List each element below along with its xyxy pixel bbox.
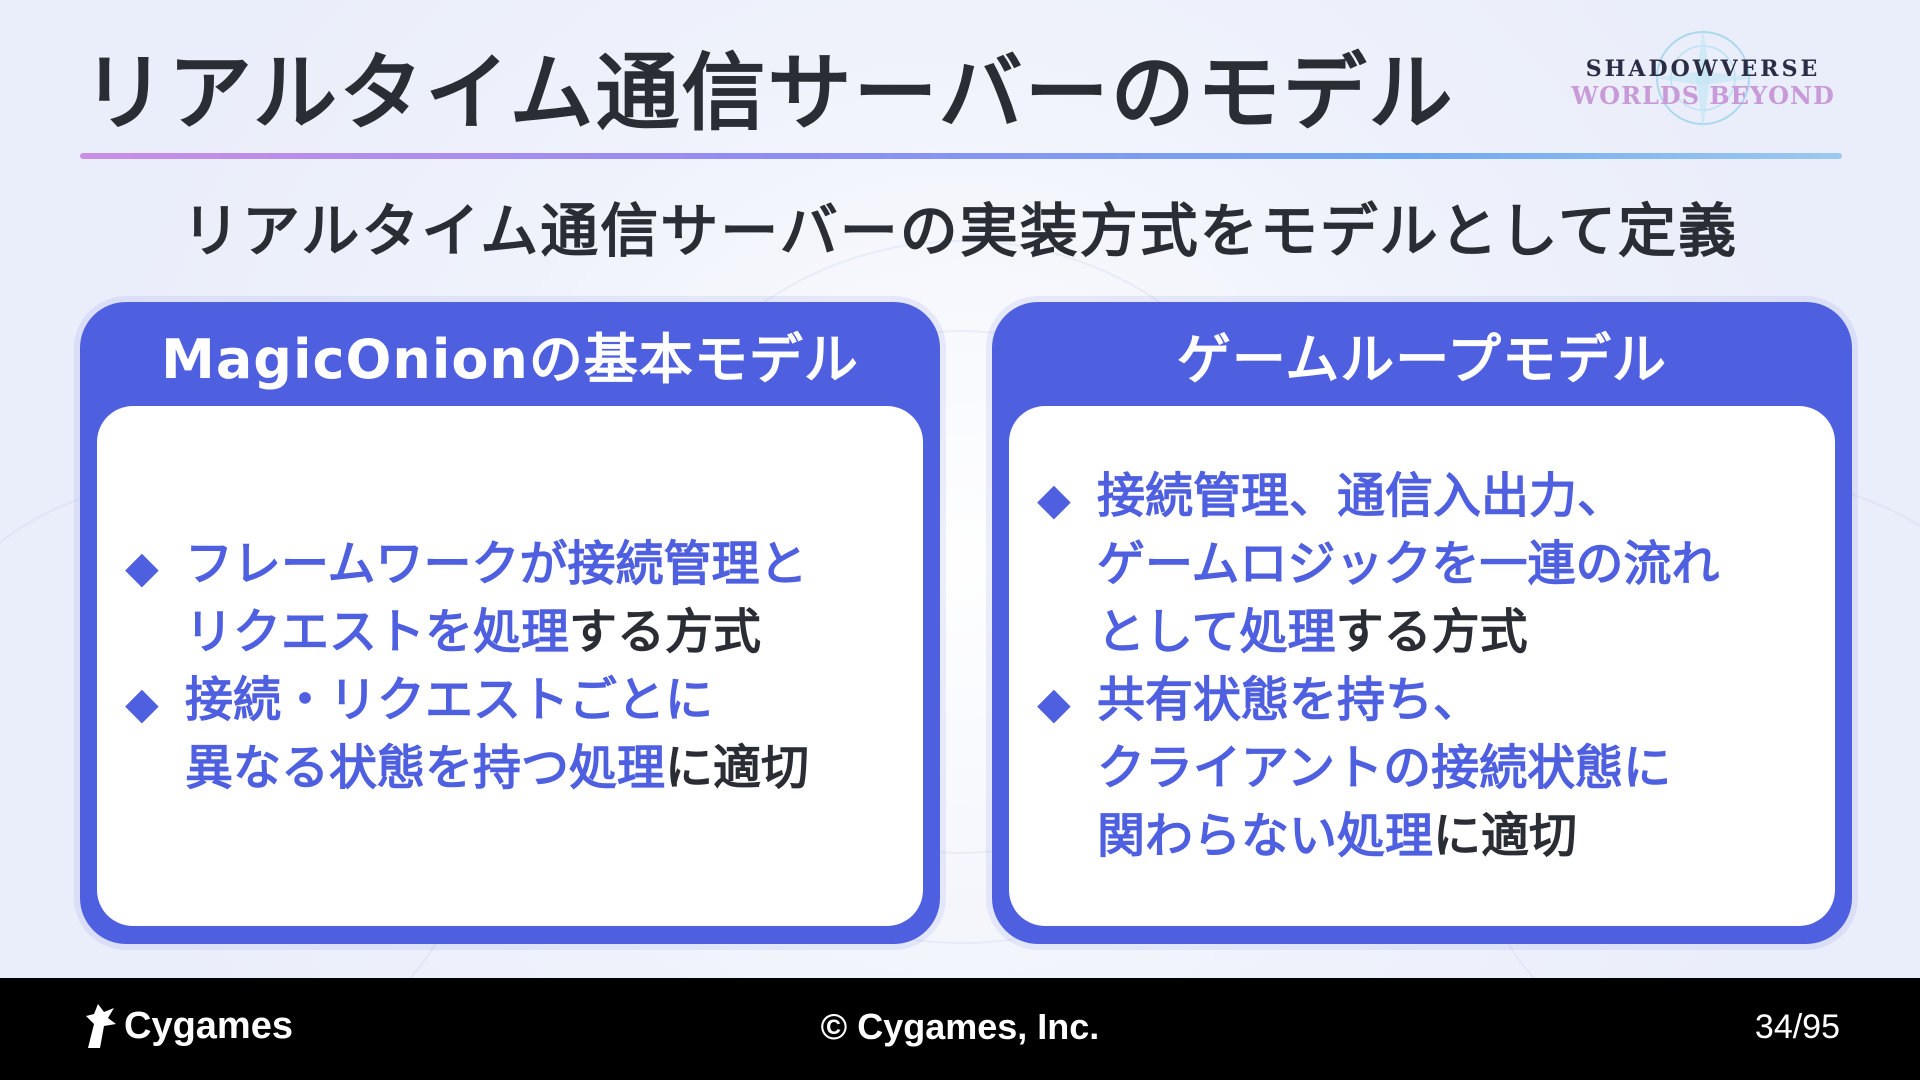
slide: リアルタイム通信サーバーのモデル SHADOWVERSE WORLDS BEYO…: [0, 0, 1920, 978]
bullet-item: ◆ 接続管理、通信入出力、 ゲームロジックを一連の流れ として処理する方式: [1009, 462, 1835, 666]
logo-line2: WORLDS BEYOND: [1570, 81, 1835, 110]
diamond-icon: ◆: [1037, 474, 1071, 525]
panel-magiconion-model: MagicOnionの基本モデル ◆ フレームワークが接続管理と リクエストを処…: [80, 302, 940, 944]
bullet-item: ◆ 共有状態を持ち、 クライアントの接続状態に 関わらない処理に適切: [1009, 666, 1835, 870]
bullet-line: ゲームロジックを一連の流れ: [1097, 536, 1720, 592]
slide-title: リアルタイム通信サーバーのモデル: [82, 44, 1455, 142]
panel-game-loop-model: ゲームループモデル ◆ 接続管理、通信入出力、 ゲームロジックを一連の流れ とし…: [992, 302, 1852, 944]
bullet-line: 接続管理、通信入出力、: [1097, 468, 1626, 524]
slide-subtitle: リアルタイム通信サーバーの実装方式をモデルとして定義: [182, 197, 1738, 265]
bullet-item: ◆ 接続・リクエストごとに 異なる状態を持つ処理に適切: [97, 666, 923, 802]
diamond-icon: ◆: [1037, 678, 1071, 729]
bullet-line: として処理する方式: [1097, 604, 1528, 660]
logo-crest-icon: [1651, 26, 1755, 130]
bullet-line: 異なる状態を持つ処理に適切: [185, 740, 810, 796]
diamond-icon: ◆: [125, 542, 159, 593]
panel-body: ◆ 接続管理、通信入出力、 ゲームロジックを一連の流れ として処理する方式 ◆ …: [1009, 406, 1835, 926]
panel-header: ゲームループモデル: [1176, 327, 1668, 391]
bullet-item: ◆ フレームワークが接続管理と リクエストを処理する方式: [97, 530, 923, 666]
footer-brand-label: Cygames: [124, 1004, 293, 1047]
bullet-line: 接続・リクエストごとに: [185, 672, 714, 728]
bullet-line: フレームワークが接続管理と: [185, 536, 808, 592]
panel-body: ◆ フレームワークが接続管理と リクエストを処理する方式 ◆ 接続・リクエストご…: [97, 406, 923, 926]
cygames-logo-icon: [86, 1004, 116, 1048]
shadowverse-logo: SHADOWVERSE WORLDS BEYOND: [1570, 26, 1835, 130]
footer-bar: Cygames © Cygames, Inc. 34/95: [0, 978, 1920, 1080]
copyright-text: © Cygames, Inc.: [820, 1006, 1100, 1047]
bullet-line: リクエストを処理する方式: [185, 604, 762, 660]
logo-line1: SHADOWVERSE: [1586, 56, 1820, 82]
footer-brand: Cygames: [80, 1002, 293, 1050]
panel-header: MagicOnionの基本モデル: [161, 327, 859, 391]
title-divider: [80, 153, 1842, 159]
bullet-line: 関わらない処理に適切: [1097, 808, 1578, 864]
diamond-icon: ◆: [125, 678, 159, 729]
bullet-line: クライアントの接続状態に: [1097, 740, 1672, 796]
bullet-line: 共有状態を持ち、: [1097, 672, 1482, 728]
page-number: 34/95: [1754, 1008, 1840, 1046]
